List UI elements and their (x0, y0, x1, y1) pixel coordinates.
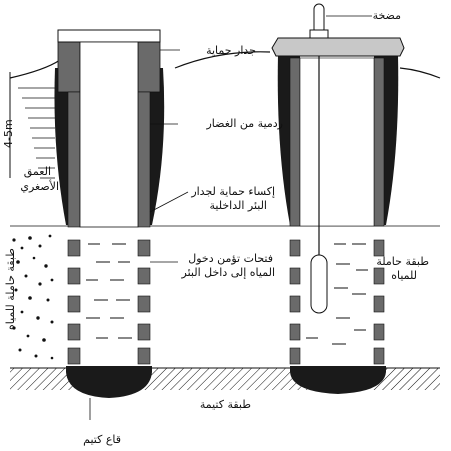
openings-label-1: فتحات تؤمن دخول (188, 252, 273, 265)
ground-surface-line (9, 51, 441, 79)
well-top-cap (57, 29, 161, 43)
water-layer-left-label: طبقة حاملة للمياه (4, 248, 17, 330)
well-slab (271, 37, 405, 57)
perforated-lining-left (67, 239, 81, 365)
soil-strata-lines (18, 87, 55, 179)
pump-label: مضخة (372, 9, 401, 22)
perforated-lining-right-well (289, 239, 385, 365)
gravel-dots (12, 234, 54, 360)
protection-wall-right (137, 41, 161, 93)
inner-lining-right (137, 91, 151, 228)
impermeable-bottom-left (66, 366, 152, 398)
perforated-lining-right (137, 239, 151, 365)
openings-label-2: المياه إلى داخل البئر (181, 266, 275, 279)
water-dashes-left (86, 243, 132, 339)
min-depth-label-2: الأصغري (20, 180, 59, 193)
inner-lining-label-2: البئر الداخلية (209, 199, 267, 212)
impermeable-bottom-label: قاع كتيم (83, 433, 121, 446)
min-depth-label-1: العمق (23, 165, 51, 178)
impermeable-layer-label: طبقة كتيمة (199, 398, 251, 411)
right-well (271, 3, 405, 394)
protection-wall-label: جدار حماية (206, 44, 256, 57)
water-layer-right-label-2: للمياه (391, 269, 417, 282)
pump-body (310, 254, 328, 314)
leader-lines (89, 15, 372, 420)
impermeable-bottom-right (290, 366, 386, 394)
inner-lining-left (67, 91, 81, 228)
left-well (54, 29, 165, 398)
water-dashes-right (306, 243, 368, 345)
water-layer-right-label-1: طبقة حاملة (376, 255, 429, 268)
clay-backfill-label: ردمية من الغضار (206, 117, 284, 130)
protection-wall-left (57, 41, 81, 93)
inner-lining-label-1: إكساء حماية لجدار (191, 185, 275, 198)
depth-range-label: 4-5m (2, 119, 15, 148)
